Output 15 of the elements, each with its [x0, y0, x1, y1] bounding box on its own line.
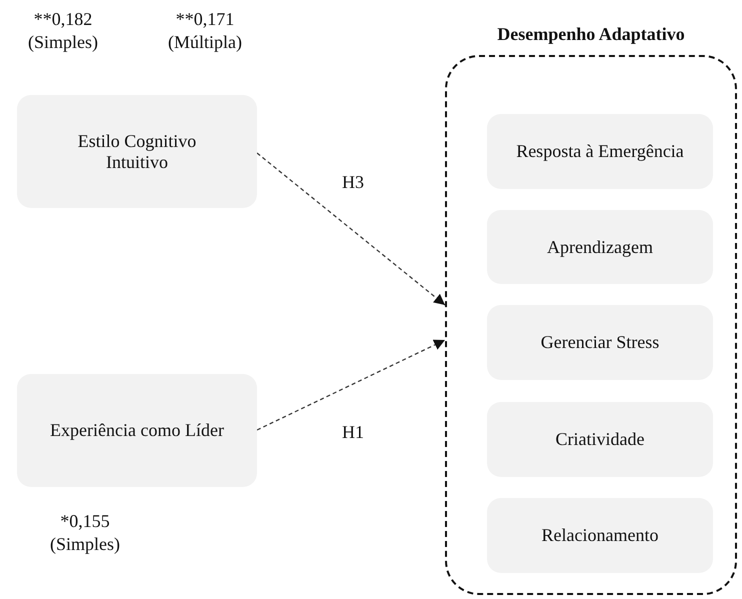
factor-box: [17, 95, 257, 208]
group-heading: Desempenho Adaptativo: [496, 24, 686, 45]
dashed-arrow: [256, 152, 446, 306]
node-text: Criatividade: [556, 429, 644, 450]
node-text: Aprendizagem: [547, 236, 653, 258]
coefficient-label: **0,171 (Múltipla): [167, 8, 243, 54]
node-text: Estilo Cognitivo Intuitivo: [76, 130, 198, 172]
factor-box: [17, 374, 257, 487]
coefficient-label: **0,182 (Simples): [27, 8, 99, 54]
node-text: Resposta à Emergência: [516, 141, 684, 162]
node-text: Experiência como Líder: [50, 420, 224, 441]
coefficient-label: *0,155 (Simples): [49, 510, 121, 556]
node-text: Relacionamento: [542, 525, 658, 546]
node-text: Gerenciar Stress: [540, 332, 660, 353]
dashed-arrow: [256, 339, 446, 431]
